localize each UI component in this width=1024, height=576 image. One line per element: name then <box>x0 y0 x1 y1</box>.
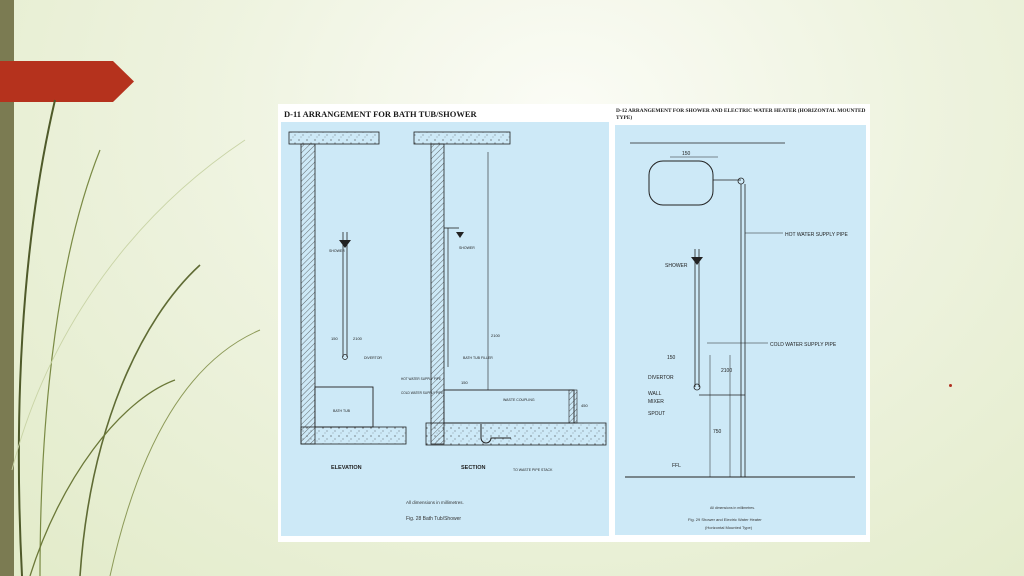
fig29-dim-150-mid: 150 <box>667 355 676 361</box>
fig28-caption: Fig. 28 Bath Tub/Shower <box>406 516 461 522</box>
section-dim-450: 450 <box>581 403 588 408</box>
fig29-hot-water-label: HOT WATER SUPPLY PIPE <box>785 232 848 238</box>
fig29-dim-150-top: 150 <box>682 151 691 157</box>
fig29-mixer-label: MIXER <box>648 399 664 405</box>
elevation-wall <box>300 143 316 445</box>
section-dim-2100: 2100 <box>491 333 501 338</box>
fig29-spout-label: SPOUT <box>648 411 665 417</box>
fig28-note: All dimensions in millimetres. <box>406 500 464 505</box>
fig28-heading: D-11 ARRANGEMENT FOR BATH TUB/SHOWER <box>284 109 477 119</box>
section-filler-label: BATH TUB FILLER <box>463 356 493 360</box>
section-waste-trap <box>480 424 511 444</box>
section-cold-water-label: COLD WATER SUPPLY PIPE <box>401 391 443 395</box>
elevation-diverter-label: DIVERTOR <box>364 356 382 360</box>
fig28-panel: SHOWER 2100 150 DIVERTOR BATH TUB ELEVAT… <box>281 122 609 536</box>
section-floor-slab <box>425 422 607 446</box>
section-shower-head <box>456 232 464 238</box>
elevation-dim-150: 150 <box>331 336 338 341</box>
elevation-dim-2100: 2100 <box>353 336 363 341</box>
fig29-diverter-label: DIVERTOR <box>648 375 674 381</box>
title-marker-arrow <box>0 61 134 102</box>
fig29-drawing: 150 HOT WATER SUPPLY PIPE SHOWER COLD WA… <box>625 142 855 530</box>
fig29-shower-label: SHOWER <box>665 263 688 269</box>
fig29-caption-line-1: Fig. 29 Shower and Electric Water Heater <box>688 517 762 522</box>
fig29-heading: D-12 ARRANGEMENT FOR SHOWER AND ELECTRIC… <box>616 108 866 121</box>
section-waste-stack-label: TO WASTE PIPE STACK <box>513 468 553 472</box>
elevation-floor-slab <box>300 426 407 445</box>
fig29-dim-750: 750 <box>713 429 722 435</box>
section-ceiling-slab <box>413 131 511 145</box>
elevation-label: ELEVATION <box>331 465 362 471</box>
water-heater-tank <box>648 160 714 206</box>
fig29-caption-line-2: (Horizontal Mounted Type) <box>705 525 753 530</box>
fig29-shower-head <box>691 257 703 265</box>
stray-dot <box>949 384 952 387</box>
section-hot-water-label: HOT WATER SUPPLY PIPE <box>401 377 441 381</box>
section-label: SECTION <box>461 465 485 471</box>
section-waste-coupling-label: WASTE COUPLING <box>503 398 535 402</box>
plumbing-figure: D-11 ARRANGEMENT FOR BATH TUB/SHOWER D-1… <box>278 104 870 542</box>
fig29-cold-water-label: COLD WATER SUPPLY PIPE <box>770 342 837 348</box>
fig28-drawing: SHOWER 2100 150 DIVERTOR BATH TUB ELEVAT… <box>288 131 607 522</box>
fig29-panel: 150 HOT WATER SUPPLY PIPE SHOWER COLD WA… <box>615 125 866 535</box>
decorative-swoosh-lines <box>11 99 261 576</box>
left-accent-bar <box>0 0 14 576</box>
elevation-shower-label: SHOWER <box>329 249 345 253</box>
fig29-wall-label: WALL <box>648 391 662 397</box>
elevation-shower-head <box>339 240 351 248</box>
section-wall <box>430 143 445 445</box>
section-bath-tub <box>443 389 575 424</box>
elevation-bath-tub <box>314 386 374 428</box>
section-dim-150: 150 <box>461 380 468 385</box>
fig29-dim-2100: 2100 <box>721 368 732 374</box>
fig29-note: All dimensions in millimetres. <box>710 506 755 510</box>
section-shower-label: SHOWER <box>459 246 475 250</box>
fig29-ffl-label: FFL <box>672 463 681 469</box>
elevation-ceiling-slab <box>288 131 380 145</box>
elevation-bath-tub-label: BATH TUB <box>333 409 351 413</box>
